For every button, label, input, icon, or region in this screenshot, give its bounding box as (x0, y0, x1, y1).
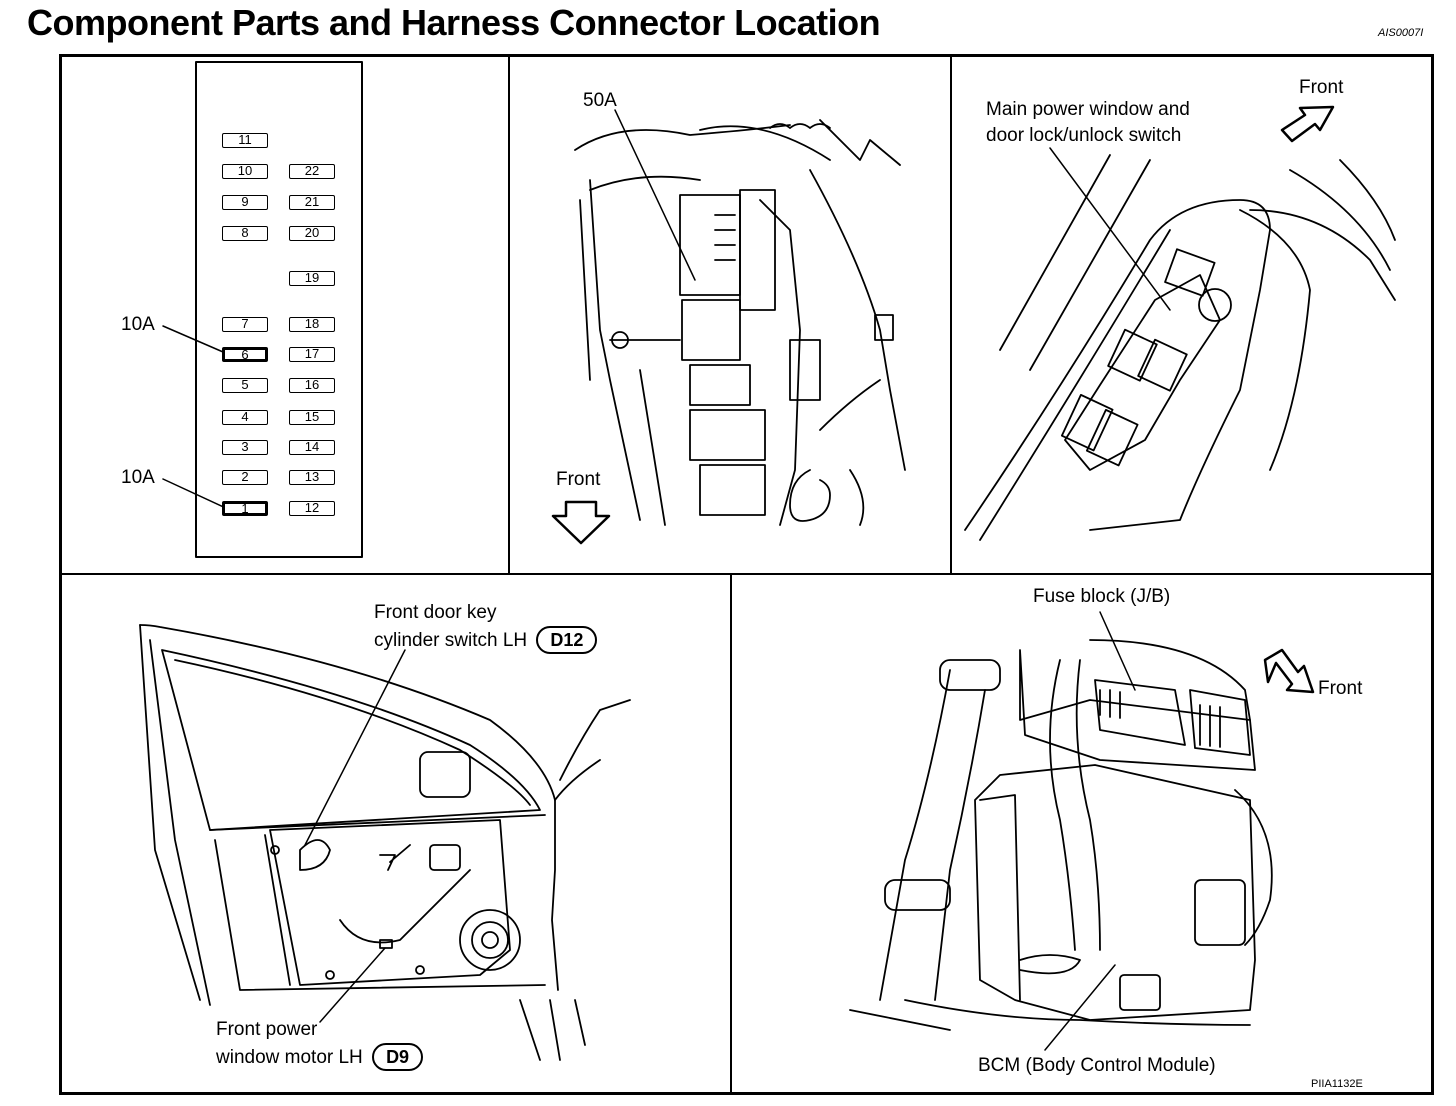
switch-label-line2: door lock/unlock switch (986, 125, 1182, 146)
fuse-21: 21 (289, 195, 335, 210)
fuse-19: 19 (289, 271, 335, 286)
switch-illustration (964, 154, 1396, 541)
fusible-link-illustration (574, 119, 906, 526)
fuse-16: 16 (289, 378, 335, 393)
callout-line-key-switch (304, 649, 406, 846)
fuse-22: 22 (289, 164, 335, 179)
fuse-15: 15 (289, 410, 335, 425)
fuse-17: 17 (289, 347, 335, 362)
fusible-link-label: 50A (583, 90, 617, 111)
panel-dividers (61, 56, 1432, 1093)
fuse-20: 20 (289, 226, 335, 241)
key-switch-label-line1: Front door key (374, 602, 497, 623)
diagram-frame (59, 54, 1434, 1095)
front-direction-label: Front (1299, 77, 1344, 98)
fuse-18: 18 (289, 317, 335, 332)
fuse-7: 7 (222, 317, 268, 332)
callout-10a-top: 10A (121, 314, 155, 335)
fuse-10: 10 (222, 164, 268, 179)
fuse-5: 5 (222, 378, 268, 393)
callout-10a-bottom: 10A (121, 467, 155, 488)
bcm-label: BCM (Body Control Module) (978, 1055, 1216, 1076)
fuse-14: 14 (289, 440, 335, 455)
window-motor-label-text: window motor LH (216, 1047, 363, 1068)
key-switch-label-text: cylinder switch LH (374, 630, 528, 651)
fuse-13: 13 (289, 470, 335, 485)
bcm-illustration (849, 639, 1273, 1031)
fuse-8: 8 (222, 226, 268, 241)
window-motor-label-line1: Front power (216, 1019, 318, 1040)
reference-code: AIS0007I (1378, 27, 1424, 39)
front-direction-label: Front (556, 469, 601, 490)
connector-badge-d9: D9 (372, 1043, 424, 1071)
front-arrow-upright (1280, 105, 1335, 143)
fuse-box-outline (195, 61, 363, 558)
callout-line-window-motor (319, 947, 386, 1023)
fuse-9: 9 (222, 195, 268, 210)
fuse-1: 1 (222, 501, 268, 516)
fuse-3: 3 (222, 440, 268, 455)
callout-line-50a (614, 109, 696, 281)
page-title: Component Parts and Harness Connector Lo… (27, 2, 881, 43)
key-switch-label-line2: cylinder switch LH D12 (374, 626, 598, 654)
fuse-6: 6 (222, 347, 268, 362)
connector-badge-d12: D12 (536, 626, 598, 654)
figure-code: PIIA1132E (1311, 1078, 1363, 1090)
callout-line-switch (1049, 147, 1171, 311)
callout-line-10a-bottom (162, 478, 231, 511)
callout-line-fuse-block (1099, 611, 1136, 691)
fuse-2: 2 (222, 470, 268, 485)
fuse-12: 12 (289, 501, 335, 516)
callout-line-bcm (1044, 964, 1116, 1051)
fuse-4: 4 (222, 410, 268, 425)
front-arrow-right (1263, 648, 1315, 694)
callout-line-10a-top (162, 325, 231, 356)
front-direction-label: Front (1318, 678, 1363, 699)
fuse-11: 11 (222, 133, 268, 148)
fuse-block-label: Fuse block (J/B) (1033, 586, 1171, 607)
window-motor-label-line2: window motor LH D9 (216, 1043, 424, 1071)
switch-label-line1: Main power window and (986, 99, 1190, 120)
front-arrow-down (551, 500, 611, 545)
